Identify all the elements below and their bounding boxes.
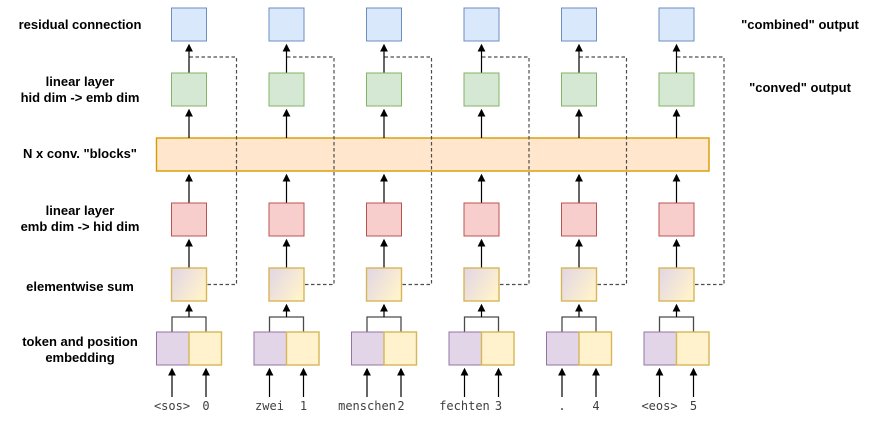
label-line: "conved" output [749,80,851,95]
token-label: fechten [439,399,490,413]
embedding-merge-bracket [366,316,402,332]
combined-output-box [366,7,402,42]
position-embedding-box [383,331,418,366]
linear-emb-to-hid-box [658,202,695,237]
token-embedding-box [351,331,385,366]
residual-dashed-connector [286,56,335,286]
elementwise-sum-box [365,267,403,302]
label-line: linear layer [45,74,115,89]
label-linear-hid-to-emb: linear layer hid dim -> emb dim [0,74,160,106]
token-embedding-box [546,331,580,366]
label-line: N x conv. "blocks" [23,146,137,161]
position-index-label: 5 [690,399,697,413]
label-linear-emb-to-hid: linear layer emb dim -> hid dim [0,203,160,235]
label-line: token and position [22,334,138,349]
elementwise-sum-box [170,267,208,302]
residual-dashed-connector [384,56,433,286]
linear-emb-to-hid-box [463,202,500,237]
label-line: embedding [45,350,115,365]
embedding-merge-bracket [463,316,500,332]
token-label: zwei [255,399,284,413]
token-embedding-box [643,331,677,366]
conved-output-box [561,72,597,107]
position-embedding-box [480,331,515,366]
label-line: "combined" output [741,17,859,32]
token-label: <sos> [154,399,190,413]
combined-output-box [171,7,207,42]
label-line: elementwise sum [26,279,134,294]
combined-output-box [561,7,597,42]
label-elementwise-sum: elementwise sum [0,279,160,295]
conved-output-box [268,72,305,107]
position-embedding-box [188,331,223,366]
token-label: <eos> [641,399,677,413]
conved-output-box [171,72,207,107]
linear-emb-to-hid-box [561,202,597,237]
token-embedding-box [448,331,482,366]
elementwise-sum-box [463,267,500,302]
conved-output-box [463,72,500,107]
embedding-merge-bracket [561,316,597,332]
residual-dashed-connector [676,56,725,286]
position-embedding-box [285,331,320,366]
position-index-label: 4 [592,399,599,413]
label-conv-blocks: N x conv. "blocks" [0,146,160,162]
position-index-label: 2 [397,399,404,413]
residual-dashed-connector [189,56,238,286]
position-index-label: 1 [300,399,307,413]
label-residual-connection: residual connection [0,17,160,33]
token-embedding-box [156,331,190,366]
residual-dashed-connector [481,56,530,286]
linear-emb-to-hid-box [171,202,207,237]
position-index-label: 0 [202,399,209,413]
linear-emb-to-hid-box [268,202,305,237]
elementwise-sum-box [268,267,305,302]
embedding-merge-bracket [658,316,695,332]
label-line: residual connection [18,17,142,32]
position-index-label: 3 [495,399,502,413]
label-line: hid dim -> emb dim [20,90,140,105]
combined-output-box [658,7,695,42]
residual-dashed-connector [579,56,628,286]
conved-output-box [658,72,695,107]
elementwise-sum-box [658,267,695,302]
token-embedding-box [253,331,287,366]
label-token-position-embedding: token and position embedding [0,334,160,366]
combined-output-box [463,7,500,42]
combined-output-box [268,7,305,42]
embedding-merge-bracket [268,316,305,332]
conv-blocks-bar [155,137,710,172]
label-conved-output: "conved" output [725,80,875,96]
token-label: menschen [338,399,396,413]
position-embedding-box [578,331,613,366]
label-line: linear layer [45,203,115,218]
linear-emb-to-hid-box [366,202,402,237]
token-label: . [558,399,565,413]
position-embedding-box [675,331,710,366]
embedding-merge-bracket [171,316,207,332]
label-line: emb dim -> hid dim [20,219,140,234]
label-combined-output: "combined" output [725,17,875,33]
conved-output-box [366,72,402,107]
elementwise-sum-box [560,267,598,302]
